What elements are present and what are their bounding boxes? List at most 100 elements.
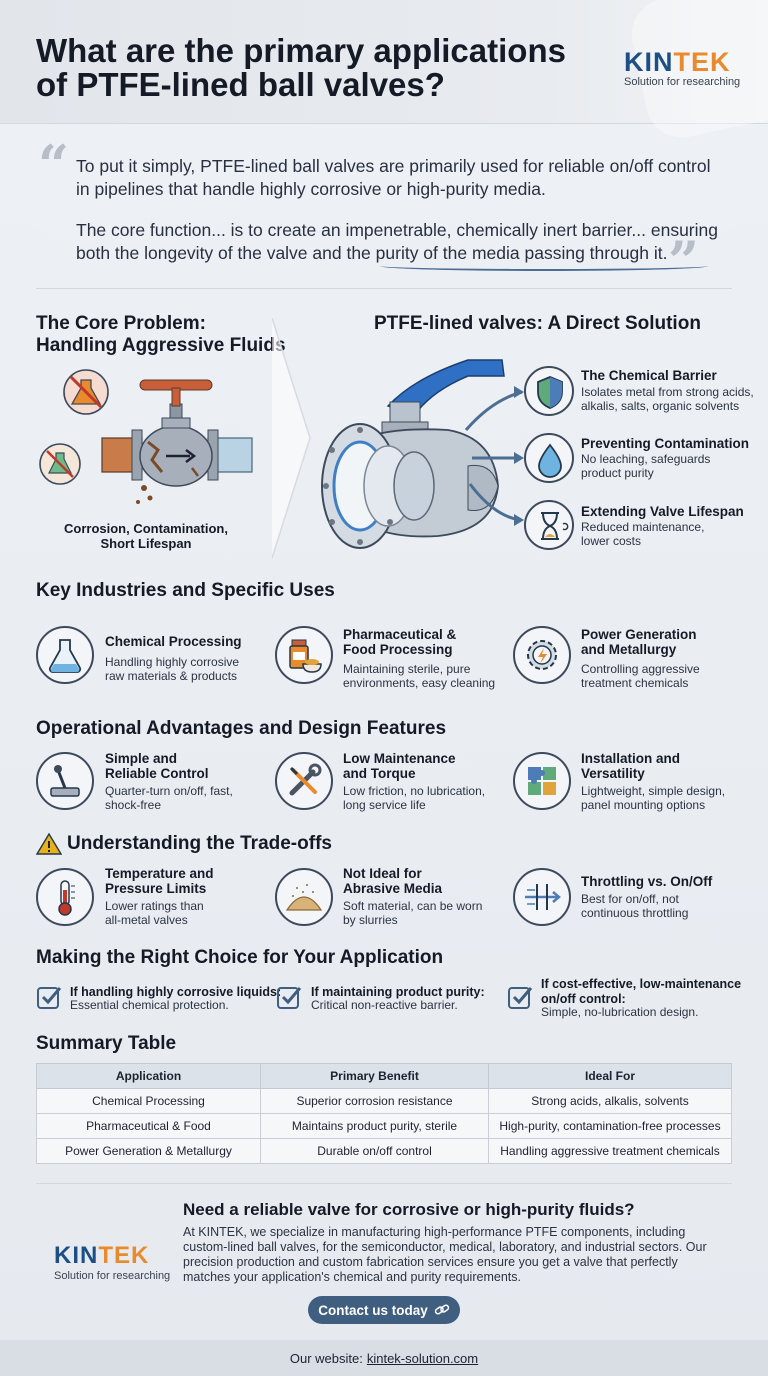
footer: Our website: kintek-solution.com (0, 1340, 768, 1376)
solution-heading: PTFE-lined valves: A Direct Solution (374, 313, 701, 334)
logo-tagline: Solution for researching (624, 76, 741, 88)
quote-paragraph-1: To put it simply, PTFE-lined ball valves… (76, 155, 710, 201)
industry-title: Pharmaceutical &Food Processing (343, 627, 456, 657)
problem-caption-line1: Corrosion, Contamination, (64, 521, 228, 536)
summary-table: Application Primary Benefit Ideal For Ch… (36, 1063, 732, 1164)
tradeoff-desc-line1: Lower ratings than (105, 899, 204, 913)
choice-desc: Essential chemical protection. (70, 998, 229, 1012)
tradeoff-desc-line1: Best for on/off, not (581, 892, 679, 906)
cta-body: At KINTEK, we specialize in manufacturin… (183, 1225, 723, 1285)
industry-desc-line2: raw materials & products (105, 669, 238, 683)
problem-heading-line1: The Core Problem: (36, 313, 206, 334)
table-cell: Strong acids, alkalis, solvents (488, 1088, 732, 1114)
industry-desc-line1: Controlling aggressive (581, 662, 700, 676)
tradeoff-desc-line2: continuous throttling (581, 906, 689, 920)
problem-caption-line2: Short Lifespan (100, 536, 192, 551)
quote-paragraph-2: The core function... is to create an imp… (76, 219, 718, 265)
divider (36, 288, 732, 289)
column-header: Primary Benefit (260, 1063, 489, 1089)
flask-icon (36, 626, 94, 684)
table-cell: Superior corrosion resistance (260, 1088, 489, 1114)
page-title: What are the primary applications of PTF… (36, 34, 596, 102)
choice-title: If handling highly corrosive liquids: (70, 985, 282, 999)
title-line-1: What are the primary applications (36, 32, 566, 69)
table-header-row: Application Primary Benefit Ideal For (36, 1063, 732, 1089)
logo-tagline: Solution for researching (54, 1270, 171, 1282)
choice-title: If maintaining product purity: (311, 985, 485, 999)
column-header: Application (36, 1063, 261, 1089)
advantage-desc-line1: Lightweight, simple design, (581, 784, 726, 798)
solution-item-title: Extending Valve Lifespan (581, 504, 744, 519)
kintek-logo-footer[interactable]: KINTEK Solution for researching (54, 1242, 170, 1282)
solution-item-desc: Isolates metal from strong acids,alkalis… (581, 385, 754, 413)
solution-item-desc-line1: Reduced maintenance, (581, 520, 705, 534)
problem-heading-line2: Handling Aggressive Fluids (36, 335, 286, 356)
sand-icon (275, 868, 333, 926)
droplet-icon (524, 433, 574, 483)
kintek-logo[interactable]: KINTEK Solution for researching (624, 48, 740, 88)
quote-p2-line2: both the longevity of the valve and the … (76, 243, 668, 263)
quote-p2-line1: The core function... is to create an imp… (76, 220, 718, 240)
tradeoff-desc-line2: by slurries (343, 913, 398, 927)
advantage-desc: Lightweight, simple design,panel mountin… (581, 784, 725, 812)
advantage-desc-line2: panel mounting options (581, 798, 706, 812)
advantage-desc-line1: Quarter-turn on/off, fast, (105, 784, 233, 798)
advantage-title-line2: Versatility (581, 766, 645, 781)
industry-title-line1: Pharmaceutical & (343, 627, 457, 642)
wrench-screwdriver-icon (275, 752, 333, 810)
advantage-desc-line1: Low friction, no lubrication, (343, 784, 486, 798)
tradeoff-title-line2: Pressure Limits (105, 881, 207, 896)
solution-item-desc-line2: lower costs (581, 534, 642, 548)
corroded-valve-illustration (39, 369, 253, 504)
solution-item-desc: Reduced maintenance,lower costs (581, 520, 704, 548)
checkbox-icon (508, 987, 533, 1009)
pill-bottle-icon (275, 626, 333, 684)
quote-p1-line2: in pipelines that handle highly corrosiv… (76, 179, 546, 199)
open-quote-icon: “ (38, 133, 70, 197)
industry-desc-line2: treatment chemicals (581, 676, 689, 690)
checkbox-icon (37, 987, 62, 1009)
no-chemicals-icon (63, 369, 109, 415)
industries-heading: Key Industries and Specific Uses (36, 580, 335, 601)
highlight-underline (380, 261, 708, 271)
table-cell: Durable on/off control (260, 1138, 489, 1164)
header: What are the primary applications of PTF… (0, 0, 768, 145)
solution-item-desc-line1: No leaching, safeguards (581, 452, 711, 466)
flow-icon (513, 868, 571, 926)
advantage-title-line2: and Torque (343, 766, 416, 781)
tradeoff-desc-line2: all-metal valves (105, 913, 188, 927)
contact-button-label: Contact us today (318, 1302, 428, 1318)
table-cell: High-purity, contamination-free processe… (488, 1113, 732, 1139)
table-cell: Handling aggressive treatment chemicals (488, 1138, 732, 1164)
table-cell: Power Generation & Metallurgy (36, 1138, 261, 1164)
advantage-desc: Quarter-turn on/off, fast,shock-free (105, 784, 233, 812)
title-line-2: of PTFE-lined ball valves? (36, 66, 445, 103)
contact-us-button[interactable]: Contact us today (308, 1296, 460, 1324)
industry-title-line1: Power Generation (581, 627, 697, 642)
advantage-title-line1: Installation and (581, 751, 681, 766)
website-link[interactable]: kintek-solution.com (366, 1350, 479, 1366)
cta-body-line2: custom-lined ball valves, for the semico… (183, 1240, 707, 1254)
choice-title-line2: on/off control: (541, 992, 626, 1006)
problem-caption: Corrosion, Contamination, Short Lifespan (36, 521, 256, 551)
warning-icon (36, 832, 62, 855)
cta-body-line4: matches your application's chemical and … (183, 1270, 521, 1284)
table-row: Power Generation & Metallurgy Durable on… (36, 1138, 732, 1164)
table-cell: Maintains product purity, sterile (260, 1113, 489, 1139)
gear-bolt-icon (513, 626, 571, 684)
industry-desc-line1: Handling highly corrosive (105, 655, 240, 669)
tradeoff-title-line1: Throttling vs. On/Off (581, 874, 713, 889)
advantage-title-line1: Simple and (105, 751, 178, 766)
solution-item-desc-line1: Isolates metal from strong acids, (581, 385, 754, 399)
tradeoff-title-line1: Temperature and (105, 866, 214, 881)
industry-title-line1: Chemical Processing (105, 634, 242, 649)
